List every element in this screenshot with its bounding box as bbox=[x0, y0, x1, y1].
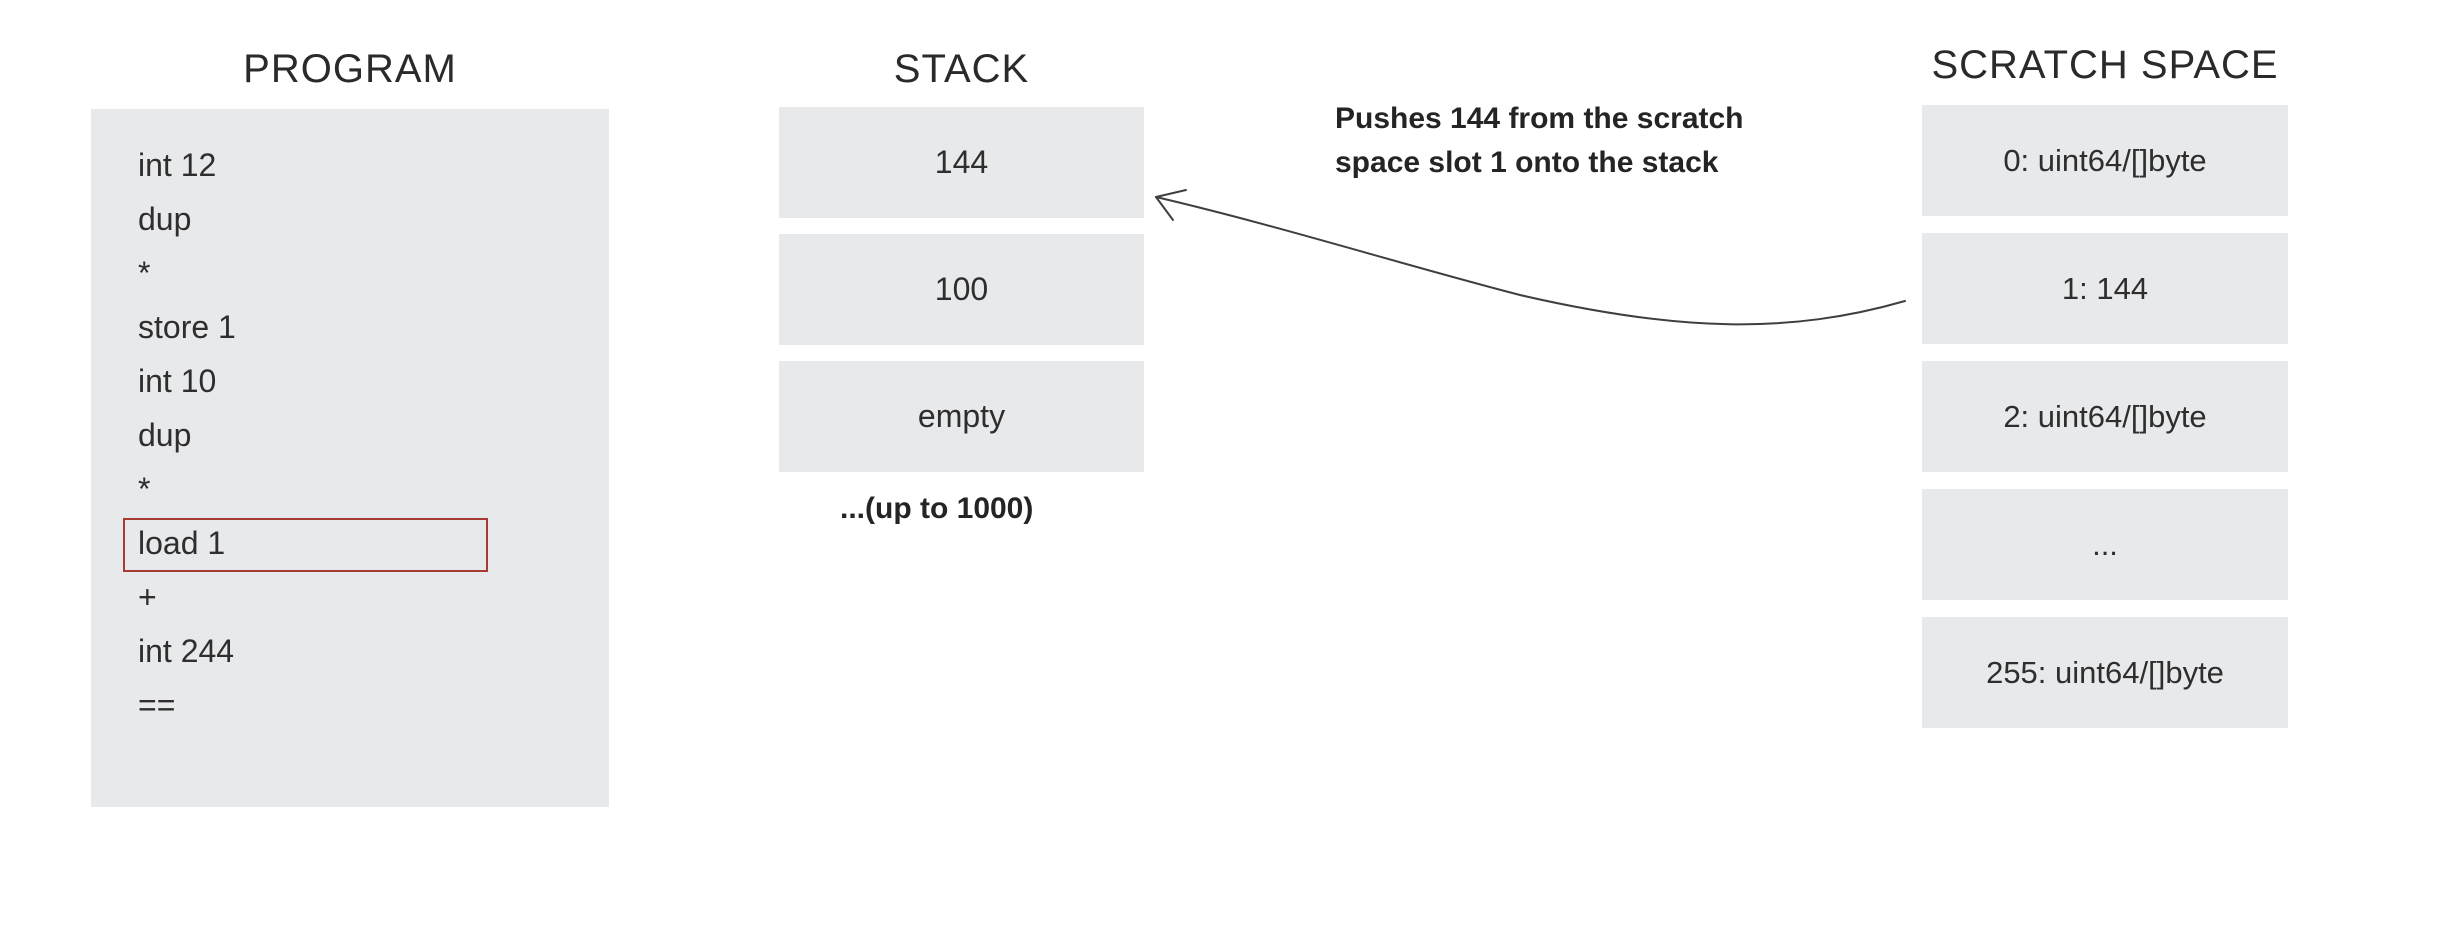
program-line: * bbox=[138, 255, 151, 291]
program-line: dup bbox=[138, 201, 192, 237]
scratch-space-title: SCRATCH SPACE bbox=[1931, 43, 2279, 87]
scratch-space-slot: 0: uint64/[]byte bbox=[1922, 105, 2288, 216]
stack-slots: 144 100 empty bbox=[779, 107, 1144, 488]
push-arrow-head-icon bbox=[1155, 189, 1187, 221]
program-line: int 12 bbox=[138, 147, 217, 183]
annotation-line-2: space slot 1 onto the stack bbox=[1335, 146, 1719, 179]
push-arrow-curve bbox=[1155, 196, 1906, 326]
stack-slot: empty bbox=[779, 361, 1144, 472]
program-line: load 1 bbox=[123, 516, 609, 572]
program-title: PROGRAM bbox=[243, 47, 457, 91]
stack-slot: 100 bbox=[779, 234, 1144, 345]
stack-title: STACK bbox=[893, 47, 1030, 91]
scratch-space-slots: 0: uint64/[]byte 1: 144 2: uint64/[]byte..… bbox=[1922, 105, 2288, 745]
scratch-space-slot: 255: uint64/[]byte bbox=[1922, 617, 2288, 728]
push-annotation: Pushes 144 from the scratch space slot 1… bbox=[1335, 97, 1744, 185]
program-line: int 244 bbox=[138, 633, 235, 669]
program-line: == bbox=[138, 687, 176, 723]
program-panel: int 12 dup * store 1 int 10 dup * load 1 + int 24… bbox=[91, 109, 609, 807]
program-line: * bbox=[138, 471, 151, 507]
scratch-space-slot: ... bbox=[1922, 489, 2288, 600]
program-line: + bbox=[138, 579, 157, 615]
annotation-line-1: Pushes 144 from the scratch bbox=[1335, 102, 1744, 135]
stack-capacity-note: ...(up to 1000) bbox=[840, 492, 1034, 525]
program-line: int 10 bbox=[138, 363, 217, 399]
scratch-space-slot: 1: 144 bbox=[1922, 233, 2288, 344]
stack-slot: 144 bbox=[779, 107, 1144, 218]
scratch-space-slot: 2: uint64/[]byte bbox=[1922, 361, 2288, 472]
program-line: dup bbox=[138, 417, 192, 453]
program-line: store 1 bbox=[138, 309, 236, 345]
